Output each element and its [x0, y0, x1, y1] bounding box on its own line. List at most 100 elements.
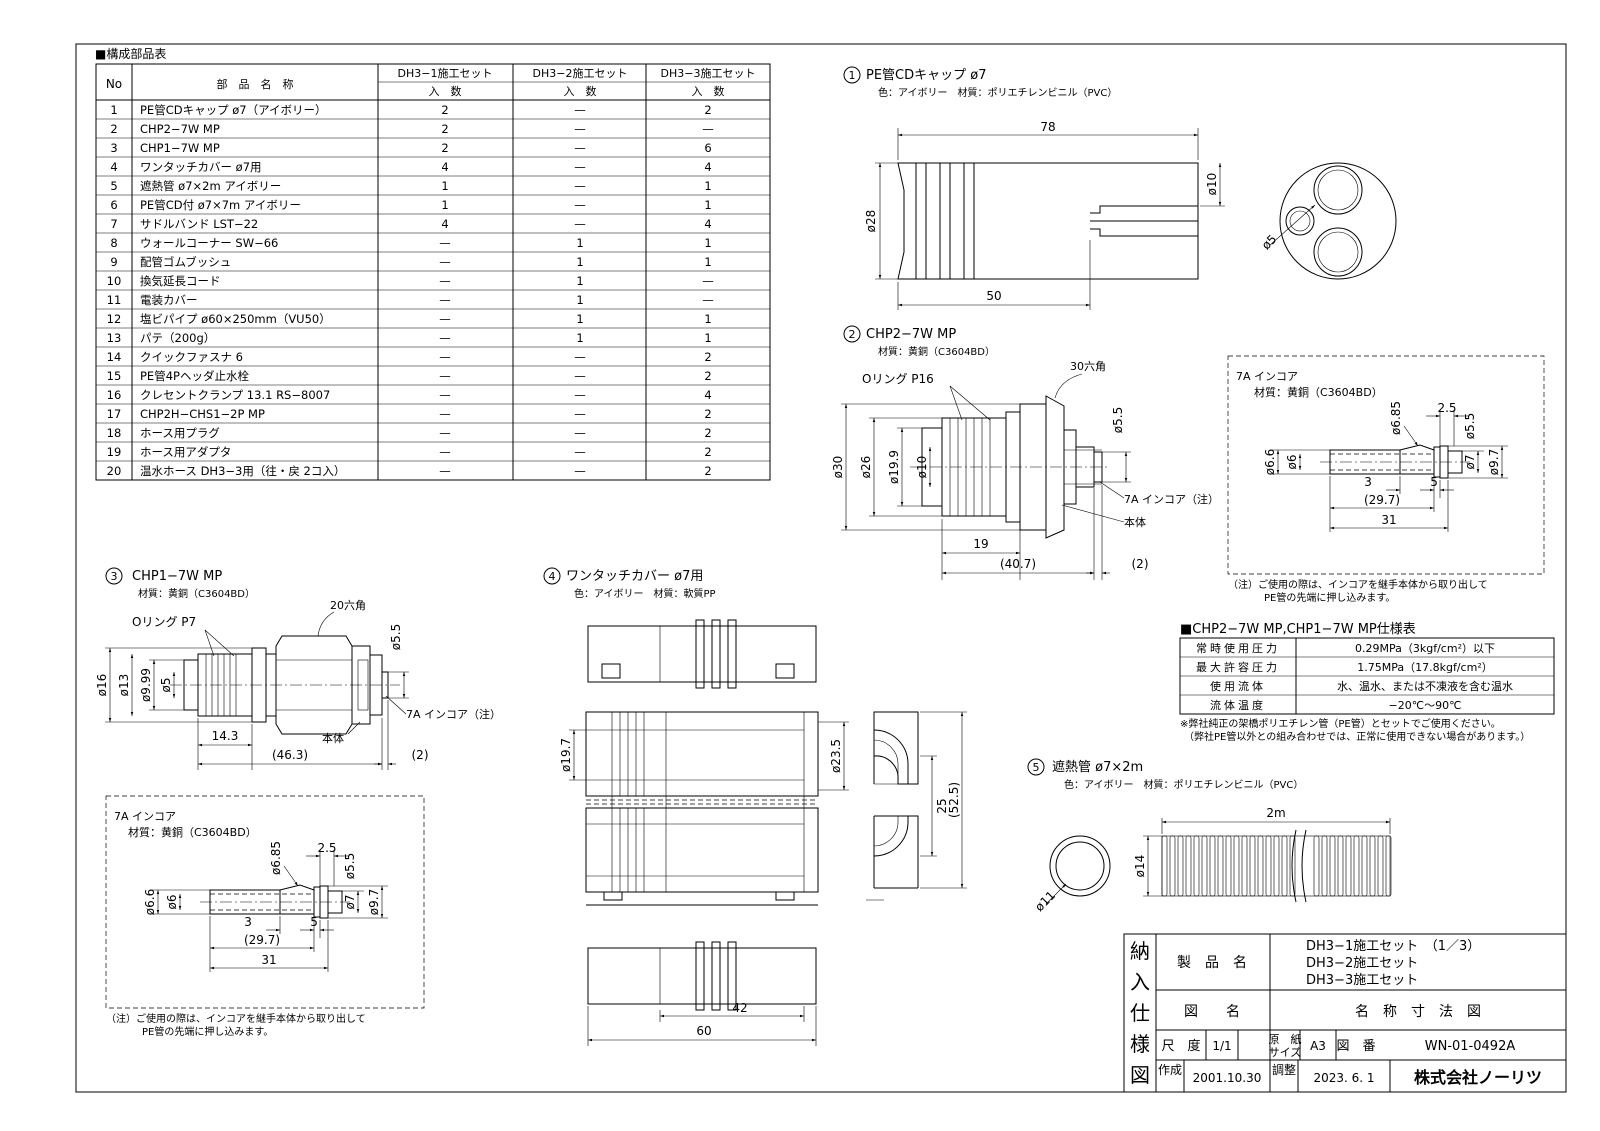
paper-size-value: A3	[1310, 1039, 1326, 1053]
col-no-header: No	[106, 77, 122, 91]
product-name-label: 製 品 名	[1177, 955, 1247, 971]
incore-dim-l29_7: (29.7)	[1364, 493, 1400, 507]
part5-dim-d11: ø11	[1032, 888, 1058, 914]
part2-spec: 材質：黄銅（C3604BD）	[878, 345, 995, 358]
adjust-label: 調整	[1272, 1062, 1296, 1077]
row-name: 塩ビパイプ ø60×250mm（VU50）	[140, 312, 331, 326]
row-qty-set2: 1	[576, 236, 583, 250]
part5-spec: 色：アイボリー 材質：ポリエチレンビニル（PVC）	[1064, 778, 1303, 791]
side-char: 納	[1130, 939, 1150, 963]
part4-dim-60: 60	[696, 1024, 711, 1038]
side-char: 仕	[1130, 1001, 1150, 1025]
incore-dim-l3: 3	[1364, 475, 1372, 489]
incore-dim-d6: ø6	[165, 895, 179, 910]
part2-dim-d30: ø30	[831, 456, 845, 479]
incore-dim-d6_6: ø6.6	[1263, 449, 1277, 475]
row-qty-set3: 1	[704, 179, 711, 193]
company-name: 株式会社ノーリツ	[1414, 1068, 1542, 1087]
incore-left-spec: 材質：黄銅（C3604BD）	[128, 825, 257, 839]
incore-dim-d5_5: ø5.5	[343, 853, 357, 879]
row-qty-set1: —	[439, 407, 451, 421]
part3-number: 3	[111, 570, 118, 583]
part3-title: CHP1−7W MP	[132, 569, 222, 584]
part5-dim-2m: 2m	[1266, 806, 1285, 820]
row-qty-set2: 1	[576, 255, 583, 269]
spec-value: 1.75MPa（17.8kgf/cm²）	[1357, 661, 1492, 674]
row-qty-set3: 2	[704, 445, 711, 459]
row-qty-set3: 1	[704, 331, 711, 345]
parts-table: ■構成部品表 No 部 品 名 称 DH3−1施工セット DH3−2施工セット …	[95, 46, 771, 481]
row-qty-set2: —	[574, 122, 586, 136]
row-qty-set3: 2	[704, 369, 711, 383]
row-qty-set3: —	[702, 122, 714, 136]
part2-dim-40-7: (40.7)	[1000, 557, 1036, 571]
row-qty-set3: 1	[704, 312, 711, 326]
side-char: 図	[1130, 1063, 1150, 1087]
part3-dim-d16: ø16	[95, 674, 109, 697]
part4-dim-25: 25	[935, 798, 949, 813]
qty-header-2: 入 数	[564, 85, 597, 98]
part1-title: PE管CDキャップ ø7	[866, 68, 987, 83]
scale-value: 1/1	[1212, 1039, 1231, 1053]
part4-spec: 色：アイボリー 材質：軟質PP	[574, 587, 716, 600]
part1-dim-d10: ø10	[1205, 173, 1219, 196]
row-qty-set1: —	[439, 331, 451, 345]
row-no: 20	[107, 464, 122, 478]
row-name: 温水ホース DH3−3用（往・戻 2コ入）	[140, 464, 345, 478]
set1-header: DH3−1施工セット	[398, 67, 493, 80]
row-qty-set3: 2	[704, 103, 711, 117]
part1-spec: 色：アイボリー 材質：ポリエチレンビニル（PVC）	[878, 86, 1117, 99]
row-name: CHP1−7W MP	[140, 141, 220, 155]
spec-table-title: ■CHP2−7W MP,CHP1−7W MP仕様表	[1180, 622, 1416, 637]
paper-size-label-2: サイズ	[1269, 1045, 1302, 1059]
qty-header-1: 入 数	[429, 85, 462, 98]
row-qty-set1: 4	[441, 217, 448, 231]
row-qty-set2: —	[574, 388, 586, 402]
adjust-date: 2023. 6. 1	[1313, 1071, 1374, 1085]
part4-dim-d23-5: ø23.5	[829, 739, 843, 773]
row-no: 3	[110, 141, 117, 155]
row-qty-set2: —	[574, 198, 586, 212]
incore-dim-l2_5: 2.5	[1437, 401, 1456, 415]
row-no: 12	[107, 312, 122, 326]
part3-dim-d5-5: ø5.5	[389, 624, 403, 650]
row-qty-set2: 1	[576, 312, 583, 326]
row-no: 6	[110, 198, 117, 212]
made-date: 2001.10.30	[1193, 1071, 1262, 1085]
row-qty-set2: —	[574, 464, 586, 478]
row-qty-set1: —	[439, 350, 451, 364]
incore-dim-d9_7: ø9.7	[367, 889, 381, 915]
part3-dim-d9-99: ø9.99	[139, 668, 153, 702]
part2-chp2: 2 CHP2−7W MP 材質：黄銅（C3604BD） Oリング P16 30六…	[831, 325, 1219, 580]
row-name: サドルバンド LST−22	[140, 217, 258, 231]
row-qty-set1: —	[439, 464, 451, 478]
incore-right-title: 7A インコア	[1236, 370, 1298, 383]
row-qty-set1: 1	[441, 179, 448, 193]
drawing-name: 名 称 寸 法 図	[1355, 1004, 1481, 1020]
row-name: PE管4Pヘッダ止水栓	[140, 369, 249, 383]
row-qty-set2: —	[574, 179, 586, 193]
part2-dim-d26: ø26	[859, 456, 873, 479]
part5-number: 5	[1033, 761, 1040, 774]
row-qty-set2: 1	[576, 293, 583, 307]
incore-dim-d6_85: ø6.85	[1389, 401, 1403, 435]
row-qty-set1: —	[439, 274, 451, 288]
part2-hex-label: 30六角	[1070, 360, 1106, 373]
row-qty-set1: —	[439, 445, 451, 459]
spec-value: −20℃〜90℃	[1389, 699, 1462, 712]
row-qty-set2: 1	[576, 274, 583, 288]
sheet-border	[75, 43, 1567, 1093]
part2-dim-2: (2)	[1132, 557, 1149, 571]
row-name: 電装カバー	[140, 293, 198, 307]
spec-note1: ※弊社純正の架橋ポリエチレン管（PE管）とセットでご使用ください。	[1180, 717, 1501, 730]
spec-label: 流体温度	[1210, 698, 1266, 712]
part5-dim-d14: ø14	[1133, 855, 1147, 878]
incore-dim-d6: ø6	[1285, 455, 1299, 470]
row-qty-set3: —	[702, 293, 714, 307]
incore-dim-l29_7: (29.7)	[244, 933, 280, 947]
spec-note2: （弊社PE管以外との組み合わせでは、正常に使用できない場合があります。）	[1184, 730, 1530, 743]
